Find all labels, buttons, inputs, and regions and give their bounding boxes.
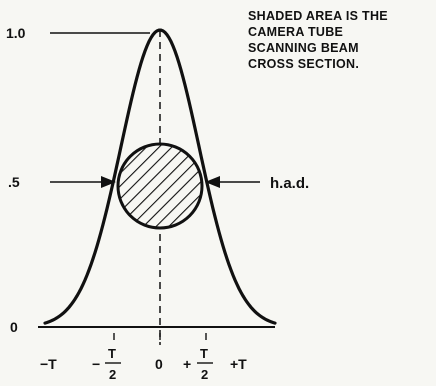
beam-cross-section: [116, 142, 204, 230]
left-arrow-head: [101, 176, 116, 188]
x-label-pos-t: +T: [230, 356, 247, 372]
x-label-neg-t-half: − T 2: [92, 346, 121, 382]
gaussian-curve: [43, 28, 277, 325]
x-label-pos-t-half-num: T: [200, 346, 208, 361]
x-label-neg-t-half-num: T: [108, 346, 116, 361]
caption-line-2: CAMERA TUBE: [248, 25, 343, 39]
x-label-pos-t-half: + T 2: [183, 346, 213, 382]
x-label-pos-t-half-den: 2: [201, 367, 208, 382]
caption: SHADED AREA IS THE CAMERA TUBE SCANNING …: [248, 9, 388, 71]
caption-line-3: SCANNING BEAM: [248, 41, 359, 55]
y-label-zero: 0: [10, 319, 18, 335]
x-label-pos-t-half-prefix: +: [183, 356, 191, 372]
y-label-half: .5: [8, 174, 20, 190]
y-label-one: 1.0: [6, 25, 26, 41]
x-label-neg-t-half-prefix: −: [92, 356, 100, 372]
right-arrow-head: [205, 176, 220, 188]
had-label: h.a.d.: [270, 175, 309, 192]
x-label-neg-t: −T: [40, 356, 57, 372]
x-label-zero: 0: [155, 356, 163, 372]
caption-line-1: SHADED AREA IS THE: [248, 9, 388, 23]
x-label-neg-t-half-den: 2: [109, 367, 116, 382]
caption-line-4: CROSS SECTION.: [248, 57, 359, 71]
